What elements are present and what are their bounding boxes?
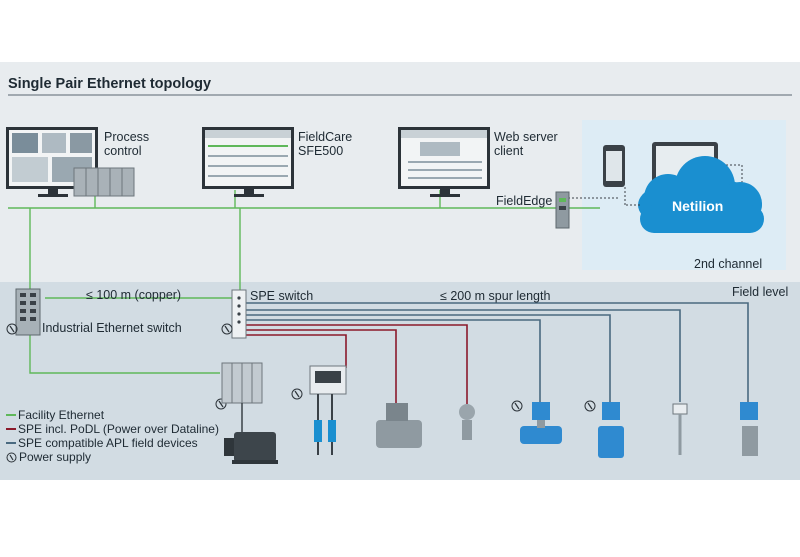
legend-item-spe-podl: SPE incl. PoDL (Power over Dataline) xyxy=(6,422,219,436)
level-probe-icon xyxy=(672,403,688,455)
power-supply-icon xyxy=(6,452,17,462)
flowmeter-blue-icon xyxy=(520,402,562,444)
second-channel-label: 2nd channel xyxy=(694,257,763,271)
netilion-label: Netilion xyxy=(672,198,724,214)
fieldcare-label-2: SFE500 xyxy=(298,144,344,158)
process-control-label-1: Process xyxy=(104,130,150,144)
flowmeter-grey-icon xyxy=(376,403,422,448)
fieldedge-device-icon xyxy=(555,191,570,229)
diagram-title: Single Pair Ethernet topology xyxy=(8,76,212,92)
legend-text: SPE incl. PoDL (Power over Dataline) xyxy=(18,422,219,436)
legend-text: SPE compatible APL field devices xyxy=(18,436,198,450)
pressure-transmitter-icon xyxy=(459,404,475,440)
web-server-label-1: Web server xyxy=(494,130,558,144)
spur-length-label: ≤ 200 m spur length xyxy=(440,289,551,303)
spe-switch-label: SPE switch xyxy=(250,289,314,303)
web-server-label-2: client xyxy=(494,144,524,158)
copper-length-label: ≤ 100 m (copper) xyxy=(86,288,182,302)
flowmeter-steel-icon xyxy=(740,402,758,456)
power-supply-icon xyxy=(6,323,596,412)
fieldcare-monitor-icon xyxy=(202,127,294,197)
field-level-label: Field level xyxy=(732,285,789,299)
legend-swatch xyxy=(6,428,16,430)
legend-text: Facility Ethernet xyxy=(18,408,105,422)
legend-item-power-supply: Power supply xyxy=(6,450,91,464)
web-server-monitor-icon xyxy=(398,127,490,197)
legend-swatch xyxy=(6,414,16,416)
analyzer-transmitter-icon xyxy=(309,365,347,455)
industrial-switch-label: Industrial Ethernet switch xyxy=(42,321,182,335)
legend-item-facility-ethernet: Facility Ethernet xyxy=(6,408,104,422)
flowmeter-blue-2-icon xyxy=(598,402,624,458)
legend-item-apl-devices: SPE compatible APL field devices xyxy=(6,436,198,450)
legend-swatch xyxy=(6,442,16,444)
motor-icon xyxy=(224,432,278,464)
industrial-switch-icon xyxy=(15,288,41,336)
fieldcare-label-1: FieldCare xyxy=(298,130,353,144)
spe-switch-icon xyxy=(231,289,247,339)
drive-cabinet-icon xyxy=(221,362,263,404)
netilion-cloud-icon xyxy=(638,156,764,233)
process-control-label-2: control xyxy=(104,144,142,158)
legend-text: Power supply xyxy=(19,450,92,464)
plc-controller-icon xyxy=(73,167,135,197)
fieldedge-label: FieldEdge xyxy=(496,194,553,208)
